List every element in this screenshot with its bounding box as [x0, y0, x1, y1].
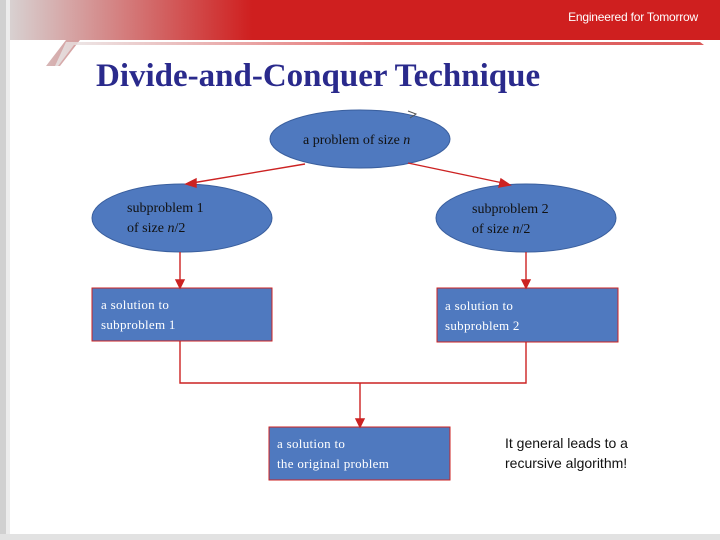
merge-connector [179, 341, 527, 384]
arrow-root-to-sub2 [407, 162, 504, 184]
root-problem-label: a problem of size n [303, 133, 411, 148]
solution-1-box [91, 287, 273, 342]
arrow-root-to-sub1 [191, 163, 306, 184]
root-problem-node [269, 109, 451, 169]
recursion-note: It general leads to a recursive algorith… [505, 435, 628, 471]
bottom-frame-edge [0, 534, 720, 540]
subproblem-1-label: subproblem 1 of size n/2 [127, 201, 204, 236]
left-frame-edge [0, 0, 6, 540]
subproblem-2-label: subproblem 2 of size n/2 [472, 202, 549, 237]
page-title: Divide-and-Conquer Technique [96, 58, 541, 94]
solution-2-box [436, 287, 619, 343]
brand-tagline: Engineered for Tomorrow [568, 10, 698, 24]
header-band [0, 0, 720, 66]
solution-1-label: a solution to subproblem 1 [101, 297, 176, 332]
final-solution-label: a solution to the original problem [277, 436, 390, 471]
final-solution-box [268, 426, 451, 481]
header-accent-line [55, 42, 704, 66]
subproblem-1-node [91, 183, 273, 253]
solution-2-label: a solution to subproblem 2 [445, 298, 520, 333]
